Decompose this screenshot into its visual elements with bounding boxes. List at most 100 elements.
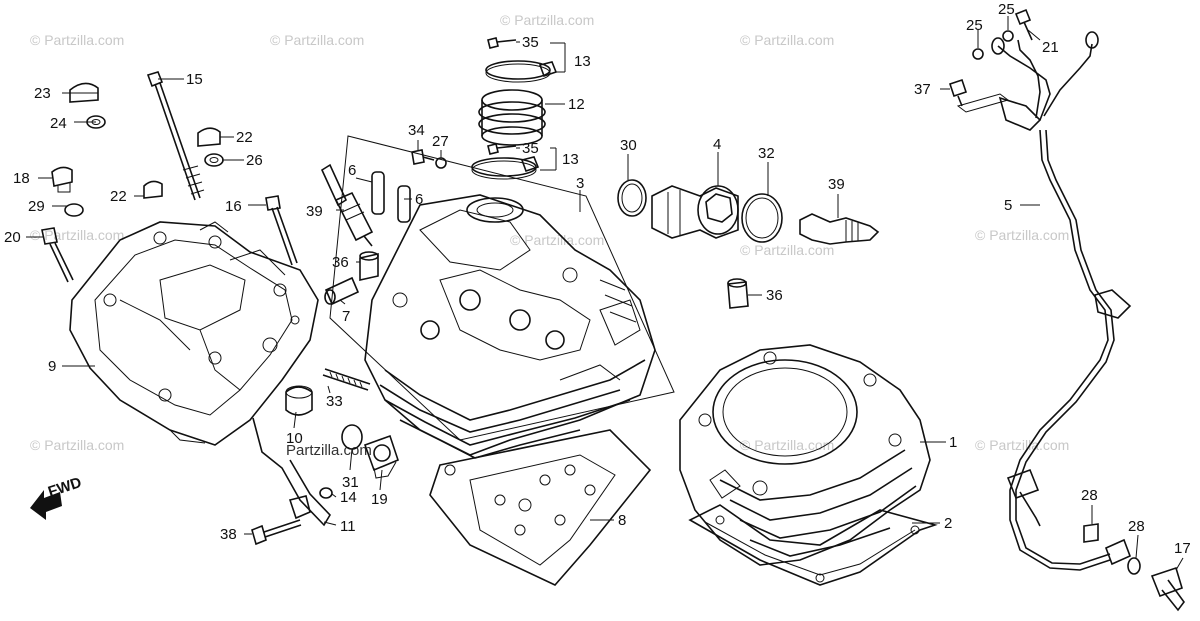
callout-36a: 36 xyxy=(332,254,349,271)
watermark: © Partzilla.com xyxy=(500,12,594,28)
dowel-36a xyxy=(359,251,379,281)
fwd-label: FWD xyxy=(46,474,84,501)
callout-37: 37 xyxy=(914,81,931,98)
callout-5: 5 xyxy=(1004,197,1012,214)
washer-28a xyxy=(1083,523,1099,543)
watermark: © Partzilla.com xyxy=(30,437,124,453)
callout-36b: 36 xyxy=(766,287,783,304)
callout-39b: 39 xyxy=(828,176,845,193)
callout-12: 12 xyxy=(568,96,585,113)
cap-nut-22a xyxy=(197,127,221,147)
callout-13a: 13 xyxy=(574,53,591,70)
leader-lines xyxy=(26,16,1184,571)
sensor-wire xyxy=(956,31,1132,571)
watermark: © Partzilla.com xyxy=(510,232,604,248)
watermarks: © Partzilla.com © Partzilla.com © Partzi… xyxy=(30,12,1069,459)
callout-25a: 25 xyxy=(966,17,983,34)
bolt-21 xyxy=(1014,8,1033,41)
callout-28b: 28 xyxy=(1128,518,1145,535)
callout-22b: 22 xyxy=(110,188,127,205)
callout-16: 16 xyxy=(225,198,242,215)
stud-6a xyxy=(371,171,385,215)
callout-17: 17 xyxy=(1174,540,1191,557)
callout-31: 31 xyxy=(342,474,359,491)
callout-27: 27 xyxy=(432,133,449,150)
screw-35a xyxy=(487,37,517,49)
callout-35a: 35 xyxy=(522,34,539,51)
callout-18: 18 xyxy=(13,170,30,187)
callout-26: 26 xyxy=(246,152,263,169)
fwd-arrow: FWD xyxy=(30,474,84,520)
callout-23: 23 xyxy=(34,85,51,102)
cylinder-head xyxy=(329,135,675,459)
callout-6b: 6 xyxy=(415,191,423,208)
band-13a xyxy=(485,60,558,83)
callout-15: 15 xyxy=(186,71,203,88)
bolt-17 xyxy=(1150,566,1185,612)
stud-6b xyxy=(397,185,411,223)
cap-nut-23 xyxy=(69,82,99,103)
bolt-15 xyxy=(146,71,205,201)
breather-tube-11 xyxy=(252,417,331,527)
callout-29: 29 xyxy=(28,198,45,215)
bolt-37 xyxy=(948,78,968,107)
callout-39a: 39 xyxy=(306,203,323,220)
callout-1: 1 xyxy=(949,434,957,451)
callout-20: 20 xyxy=(4,229,21,246)
callout-35b: 35 xyxy=(522,140,539,157)
cap-19 xyxy=(363,434,399,479)
callout-33: 33 xyxy=(326,393,343,410)
watermark-center: Partzilla.com xyxy=(286,442,372,459)
callout-8: 8 xyxy=(618,512,626,529)
callout-2: 2 xyxy=(944,515,952,532)
intake-joint-12 xyxy=(478,89,546,146)
band-13b xyxy=(471,156,540,180)
bolt-38 xyxy=(251,519,302,546)
callout-32: 32 xyxy=(758,145,775,162)
callout-9: 9 xyxy=(48,358,56,375)
callout-21: 21 xyxy=(1042,39,1059,56)
watermark: © Partzilla.com xyxy=(740,32,834,48)
callout-28a: 28 xyxy=(1081,487,1098,504)
bolt-34 xyxy=(411,149,435,165)
washer-28b xyxy=(1127,557,1141,575)
watermark: © Partzilla.com xyxy=(740,437,834,453)
plug-10 xyxy=(285,385,313,416)
callout-24: 24 xyxy=(50,115,67,132)
callout-3: 3 xyxy=(576,175,584,192)
spark-plug-39b xyxy=(799,213,880,245)
dowel-36b xyxy=(727,278,749,309)
callout-19: 19 xyxy=(371,491,388,508)
o-ring-30 xyxy=(617,179,647,217)
head-gasket xyxy=(429,429,652,586)
watermark: © Partzilla.com xyxy=(30,32,124,48)
cap-nut-18 xyxy=(51,166,73,193)
washer-26 xyxy=(204,153,224,167)
cap-4 xyxy=(651,185,739,239)
watermark: © Partzilla.com xyxy=(270,32,364,48)
cylinder xyxy=(679,344,931,566)
callout-numbers: 1 2 3 4 5 6 6 7 8 9 10 11 12 13 13 14 15… xyxy=(4,1,1191,557)
washer-25a xyxy=(972,48,984,60)
callout-7: 7 xyxy=(342,308,350,325)
callout-13b: 13 xyxy=(562,151,579,168)
washer-25b xyxy=(1002,30,1014,42)
callout-30: 30 xyxy=(620,137,637,154)
callout-14: 14 xyxy=(340,489,357,506)
washer-14 xyxy=(319,487,333,499)
callout-6a: 6 xyxy=(348,162,356,179)
callout-22a: 22 xyxy=(236,129,253,146)
callout-25b: 25 xyxy=(998,1,1015,18)
callout-34: 34 xyxy=(408,122,425,139)
o-ring-32 xyxy=(741,193,783,243)
stud-33 xyxy=(322,368,371,391)
bolt-16 xyxy=(265,195,298,266)
callout-38: 38 xyxy=(220,526,237,543)
washer-29 xyxy=(64,203,84,217)
dowel-7 xyxy=(324,276,360,306)
callout-11: 11 xyxy=(340,518,356,535)
bolt-20 xyxy=(41,227,74,283)
base-gasket xyxy=(688,504,938,586)
cap-nut-22b xyxy=(143,180,163,199)
